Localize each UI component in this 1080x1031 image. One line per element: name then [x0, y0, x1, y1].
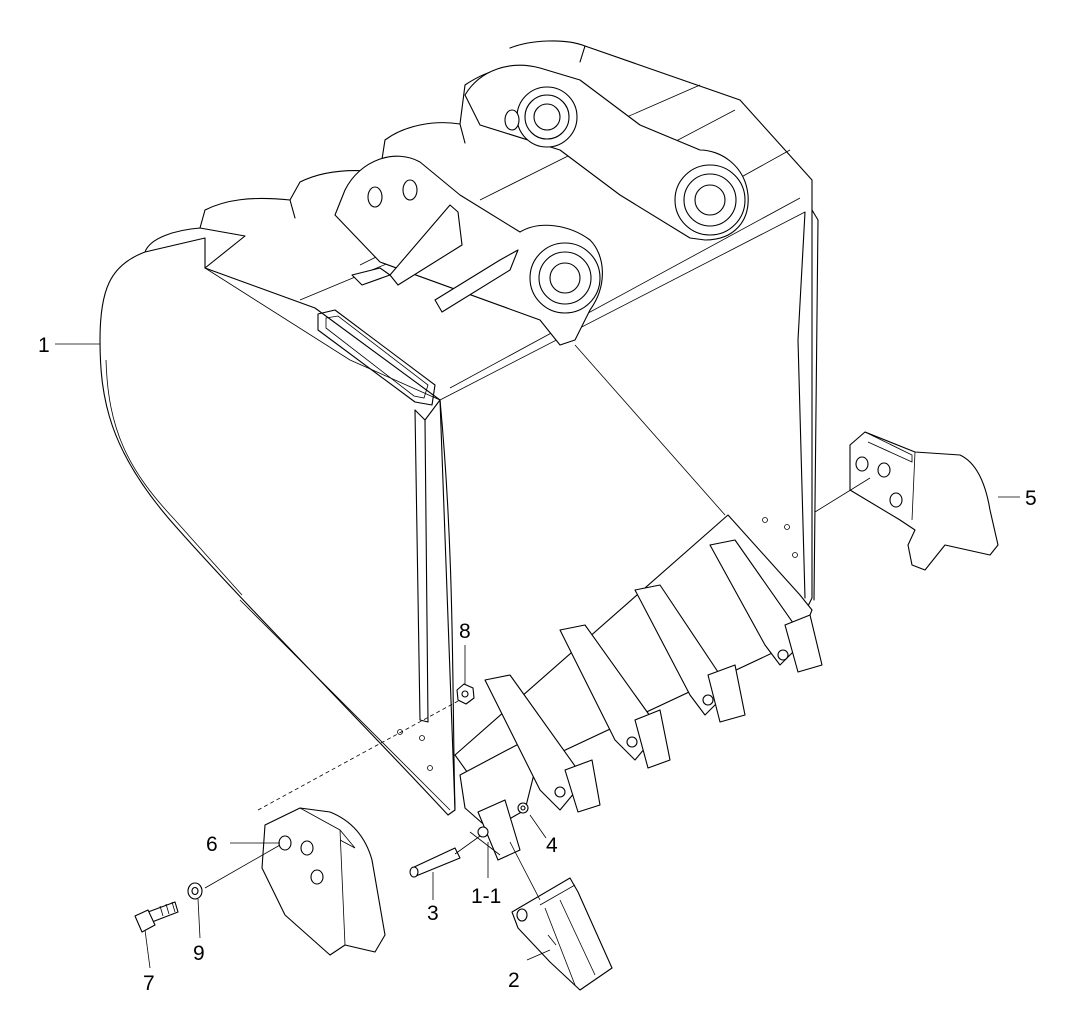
bucket-tooth — [511, 877, 613, 991]
label-part-6: 6 — [206, 833, 218, 856]
label-part-4: 4 — [546, 834, 558, 857]
retainer-washer — [517, 802, 529, 814]
assembly-guide-lines — [204, 477, 871, 901]
side-cutter-right — [849, 431, 999, 571]
label-part-9: 9 — [193, 942, 205, 965]
side-cutter-left — [261, 807, 386, 956]
label-part-2: 2 — [508, 969, 520, 992]
cutting-edge-with-teeth — [397, 514, 823, 861]
mounting-brackets — [334, 64, 749, 346]
label-part-1-1: 1-1 — [471, 885, 501, 908]
tooth-pin — [409, 847, 461, 878]
leader-lines — [55, 343, 1020, 969]
label-part-5: 5 — [1025, 487, 1037, 510]
part-labels: 1 1-1 2 3 4 5 6 7 8 9 — [38, 334, 1037, 995]
label-part-1: 1 — [38, 334, 50, 357]
label-part-3: 3 — [427, 902, 439, 925]
bolt — [134, 901, 179, 933]
washer — [187, 882, 203, 900]
tooth-adapter-row — [459, 539, 823, 861]
nut — [456, 683, 475, 705]
label-part-8: 8 — [459, 620, 471, 643]
label-part-7: 7 — [143, 972, 155, 995]
